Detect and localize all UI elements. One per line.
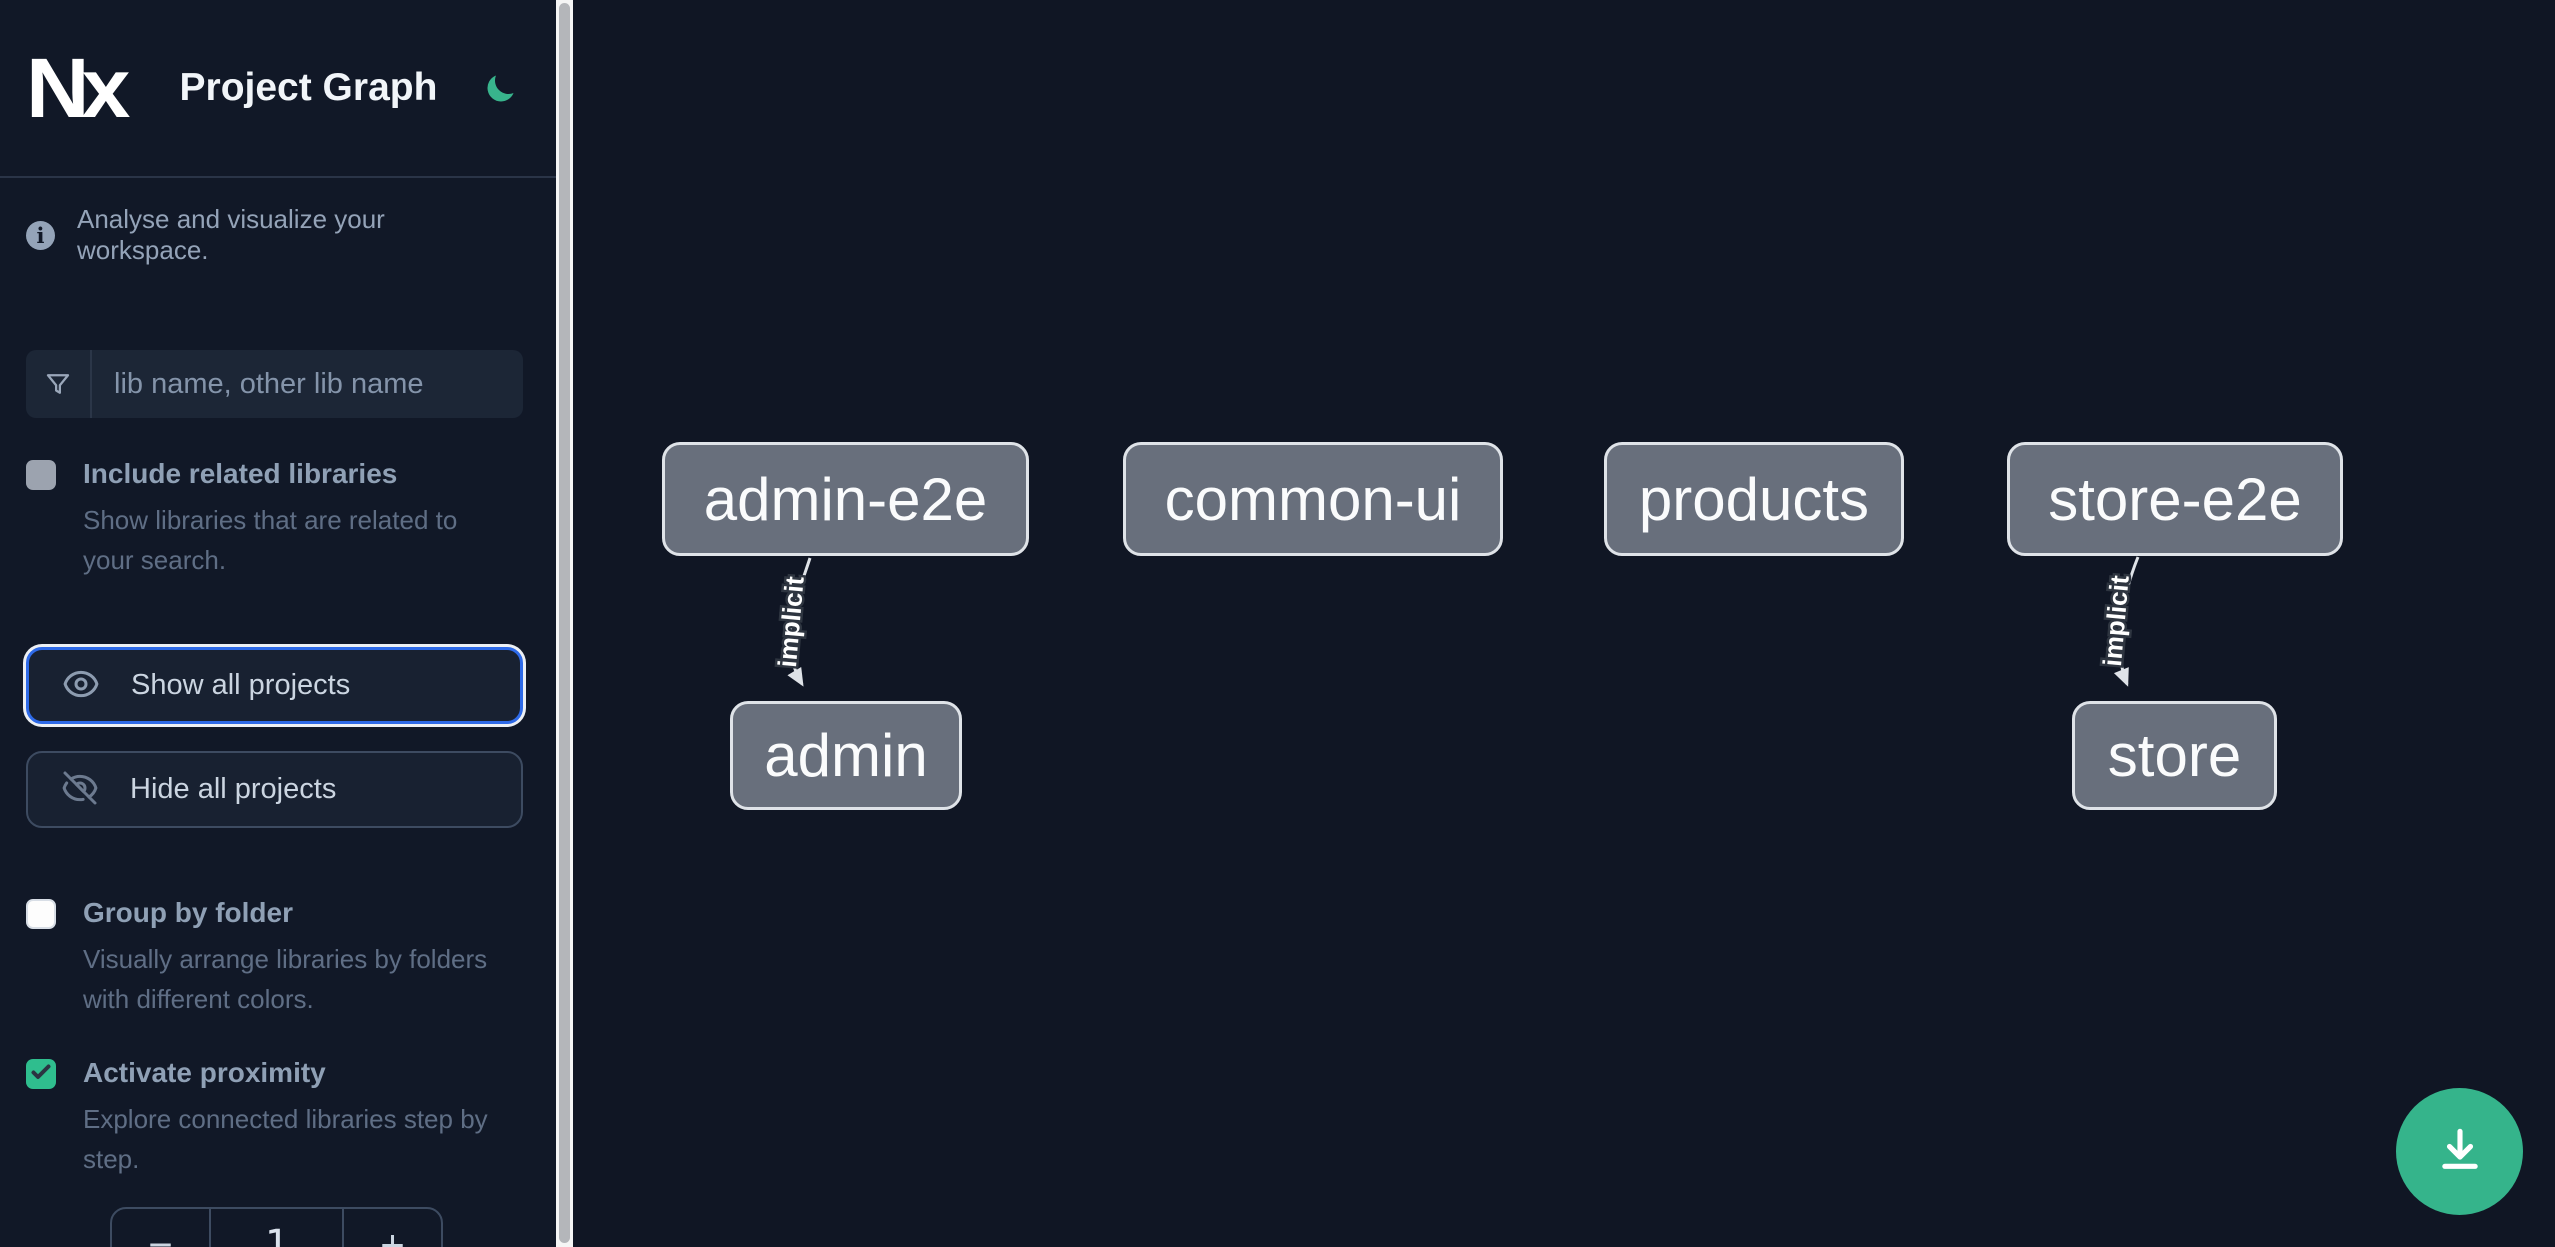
sidebar-header: Nx Project Graph — [0, 0, 556, 178]
include-related-checkbox[interactable] — [26, 460, 56, 490]
edge-admin-e2e-admin — [787, 557, 812, 687]
proximity-value[interactable]: 1 — [209, 1209, 344, 1247]
graph-canvas[interactable]: implicit implicit admin-e2e common-ui pr… — [573, 0, 2555, 1247]
group-by-folder-checkbox[interactable] — [26, 899, 56, 929]
show-all-projects-button[interactable]: Show all projects — [26, 647, 523, 724]
hide-all-projects-button[interactable]: Hide all projects — [26, 751, 523, 828]
proximity-increment-button[interactable]: + — [344, 1209, 441, 1247]
sidebar-body: i Analyse and visualize your workspace. … — [0, 204, 556, 1247]
search-box — [26, 350, 523, 418]
graph-node-admin-e2e[interactable]: admin-e2e — [662, 442, 1029, 556]
workspace-info-row: i Analyse and visualize your workspace. — [26, 204, 523, 266]
download-icon — [2432, 1122, 2488, 1181]
option-title: Include related libraries — [83, 458, 398, 489]
edge-store-e2e-store — [2113, 556, 2140, 687]
option-group-by-folder: Group by folder Visually arrange librari… — [26, 896, 523, 1019]
workspace-info-text: Analyse and visualize your workspace. — [77, 204, 385, 265]
graph-node-store[interactable]: store — [2072, 701, 2277, 810]
option-activate-proximity: Activate proximity Explore connected lib… — [26, 1056, 523, 1179]
activate-proximity-checkbox[interactable] — [26, 1059, 56, 1089]
graph-node-common-ui[interactable]: common-ui — [1123, 442, 1503, 556]
graph-node-products[interactable]: products — [1604, 442, 1904, 556]
option-include-related-libraries: Include related libraries Show libraries… — [26, 457, 523, 580]
proximity-stepper: − 1 + — [110, 1207, 443, 1247]
edge-label-implicit: implicit — [2097, 574, 2135, 668]
eye-icon — [61, 664, 101, 707]
search-input[interactable] — [92, 350, 523, 418]
option-description: Explore connected libraries step by step… — [83, 1104, 488, 1174]
hide-all-projects-label: Hide all projects — [130, 773, 337, 805]
graph-node-admin[interactable]: admin — [730, 701, 962, 810]
graph-edges: implicit implicit — [769, 556, 2140, 687]
moon-icon — [483, 75, 519, 109]
download-image-button[interactable] — [2396, 1088, 2523, 1215]
graph-node-store-e2e[interactable]: store-e2e — [2007, 442, 2343, 556]
theme-toggle-button[interactable] — [483, 70, 519, 106]
eye-off-icon — [60, 768, 100, 811]
edge-label-implicit: implicit — [772, 575, 810, 669]
page-title: Project Graph — [179, 66, 438, 109]
info-icon: i — [26, 220, 55, 250]
sidebar-scrollbar-thumb[interactable] — [559, 3, 570, 1243]
check-icon — [29, 1060, 53, 1089]
project-actions: Show all projects Hide all projects — [26, 647, 523, 828]
option-description: Visually arrange libraries by folders wi… — [83, 944, 488, 1014]
filter-icon — [26, 350, 92, 418]
option-description: Show libraries that are related to your … — [83, 505, 458, 575]
option-title: Group by folder — [83, 897, 293, 928]
sidebar: Nx Project Graph i Analyse and visualize… — [0, 0, 556, 1247]
option-title: Activate proximity — [83, 1057, 326, 1088]
show-all-projects-label: Show all projects — [131, 669, 351, 701]
nx-logo: Nx — [26, 40, 130, 136]
sidebar-scrollbar-track[interactable] — [556, 0, 573, 1247]
proximity-decrement-button[interactable]: − — [112, 1209, 209, 1247]
